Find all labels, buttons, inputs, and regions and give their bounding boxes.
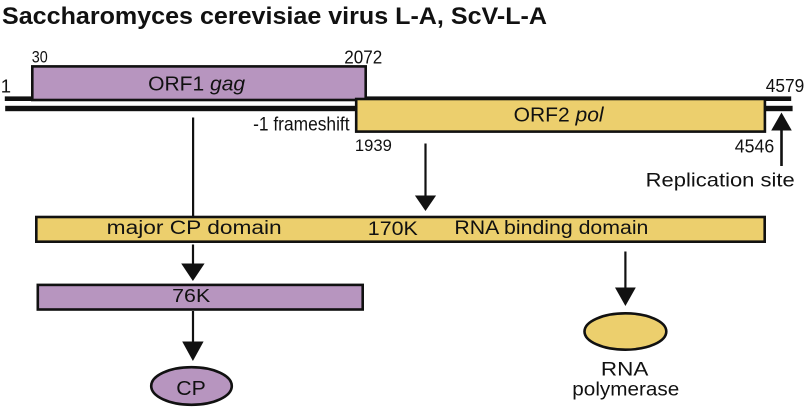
svg-text:76K: 76K: [172, 286, 210, 306]
svg-text:polymerase: polymerase: [572, 380, 679, 401]
svg-text:1: 1: [1, 75, 11, 96]
svg-text:-1 frameshift: -1 frameshift: [253, 114, 350, 136]
svg-text:Replication site: Replication site: [646, 170, 795, 192]
svg-text:2072: 2072: [344, 47, 382, 67]
svg-text:CP: CP: [176, 378, 206, 400]
svg-text:ORF1 gag: ORF1 gag: [148, 73, 245, 95]
svg-text:4579: 4579: [766, 75, 805, 96]
svg-text:1939: 1939: [355, 136, 392, 155]
svg-text:major CP domain: major CP domain: [107, 218, 282, 239]
svg-text:170K: 170K: [368, 219, 418, 240]
svg-text:Saccharomyces cerevisiae virus: Saccharomyces cerevisiae virus L-A, ScV-…: [2, 3, 547, 30]
svg-text:RNA: RNA: [601, 360, 649, 381]
svg-text:4546: 4546: [735, 136, 775, 156]
svg-text:30: 30: [32, 48, 48, 67]
svg-text:ORF2 pol: ORF2 pol: [514, 105, 605, 127]
svg-text:RNA binding domain: RNA binding domain: [454, 218, 648, 239]
